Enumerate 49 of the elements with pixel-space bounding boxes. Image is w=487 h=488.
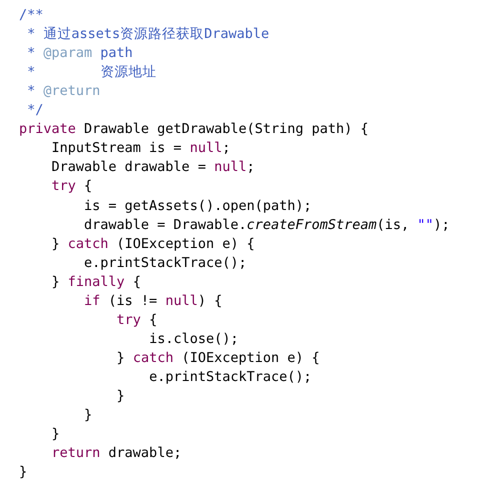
code-keyword: try xyxy=(116,312,141,328)
code-text: e.printStackTrace(); xyxy=(84,254,247,271)
code-keyword: null xyxy=(214,159,247,176)
code-keyword: null xyxy=(190,140,222,156)
code-text: ; xyxy=(246,159,255,176)
code-text: } xyxy=(52,426,60,442)
javadoc-tag: @param xyxy=(43,45,92,62)
code-text: } xyxy=(116,350,125,366)
comment-text: * xyxy=(27,83,36,100)
comment-text: 资源地址 xyxy=(100,64,156,80)
code-keyword: private xyxy=(19,121,76,138)
code-text: (IOException e) { xyxy=(116,236,255,252)
code-text: (is != xyxy=(108,292,158,309)
code-text: ) { xyxy=(198,292,222,309)
code-text: e.printStackTrace(); xyxy=(149,368,312,385)
code-text: { xyxy=(132,274,141,290)
code-keyword: if xyxy=(84,292,100,309)
code-text: is.close(); xyxy=(149,330,238,347)
code-keyword: catch xyxy=(68,236,108,252)
code-keyword: try xyxy=(52,178,76,194)
code-text: { xyxy=(149,312,158,328)
code-keyword: finally xyxy=(68,274,125,290)
code-text: ; xyxy=(222,140,230,156)
code-keyword: catch xyxy=(132,350,174,366)
comment-text: /** xyxy=(19,7,44,23)
code-text: InputStream is = xyxy=(52,140,182,156)
comment-text: */ xyxy=(27,102,44,118)
comment-text: * xyxy=(27,26,36,42)
code-text: Drawable drawable = xyxy=(52,159,206,176)
code-text: Drawable getDrawable(String path) { xyxy=(84,121,369,138)
code-text: } xyxy=(84,407,92,424)
code-text: (IOException e) { xyxy=(182,350,320,366)
code-text: } xyxy=(116,388,125,404)
code-keyword: return xyxy=(52,445,100,462)
comment-text: 通过assets资源路径获取Drawable xyxy=(43,26,270,42)
code-text: ); xyxy=(434,216,450,233)
comment-text: path xyxy=(100,45,133,62)
code-text: } xyxy=(52,236,60,252)
code-text: } xyxy=(19,464,28,480)
code-keyword: null xyxy=(165,292,198,309)
code-text: is = getAssets().open(path); xyxy=(84,198,312,214)
code-text: drawable = Drawable.createFromStream(is, xyxy=(84,216,410,233)
code-text: { xyxy=(84,178,92,194)
string-literal: "" xyxy=(417,216,434,233)
javadoc-tag: @return xyxy=(43,83,100,100)
code-text: } xyxy=(52,274,60,290)
comment-text: * xyxy=(27,45,36,62)
code-text: drawable; xyxy=(108,445,182,462)
comment-text: * xyxy=(27,64,36,80)
